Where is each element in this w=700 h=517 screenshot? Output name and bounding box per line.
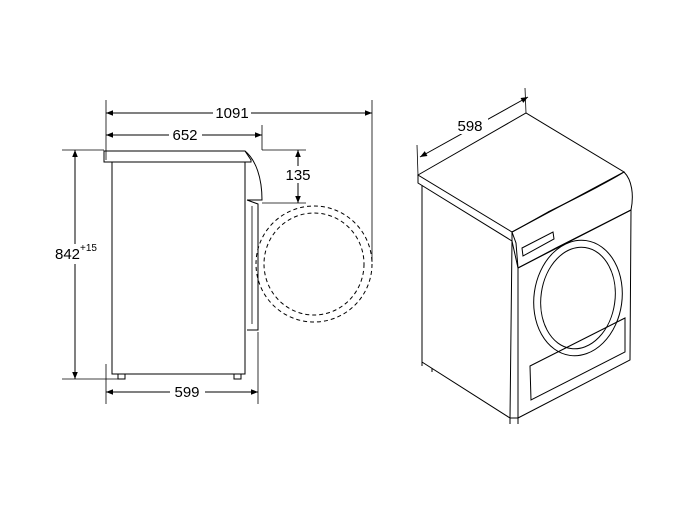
side-body bbox=[111, 161, 246, 375]
iso-top bbox=[417, 112, 626, 233]
door-swing-outer bbox=[255, 205, 373, 323]
side-foot-right bbox=[233, 373, 242, 380]
iso-control-panel bbox=[511, 171, 633, 269]
label-width: 598 bbox=[457, 118, 482, 135]
side-view bbox=[62, 100, 373, 404]
side-foot-left bbox=[117, 373, 126, 380]
label-total-depth: 1091 bbox=[215, 105, 248, 122]
iso-door-outer bbox=[533, 239, 623, 357]
label-base-depth: 599 bbox=[174, 384, 199, 401]
label-height: 842 bbox=[55, 246, 80, 263]
iso-top-edge bbox=[417, 175, 513, 242]
iso-display bbox=[521, 231, 555, 257]
label-body-depth: 652 bbox=[172, 127, 197, 144]
iso-view bbox=[416, 87, 633, 424]
iso-front-face bbox=[517, 209, 632, 419]
side-door-frame bbox=[246, 199, 259, 331]
side-control-panel bbox=[244, 150, 263, 201]
door-swing-inner bbox=[263, 212, 365, 316]
iso-door-inner bbox=[540, 246, 616, 350]
iso-filter-panel bbox=[529, 317, 626, 401]
side-worktop bbox=[103, 150, 252, 163]
iso-left-face bbox=[421, 185, 513, 419]
label-height-tolerance: +15 bbox=[80, 243, 97, 254]
label-door-offset: 135 bbox=[285, 167, 310, 184]
